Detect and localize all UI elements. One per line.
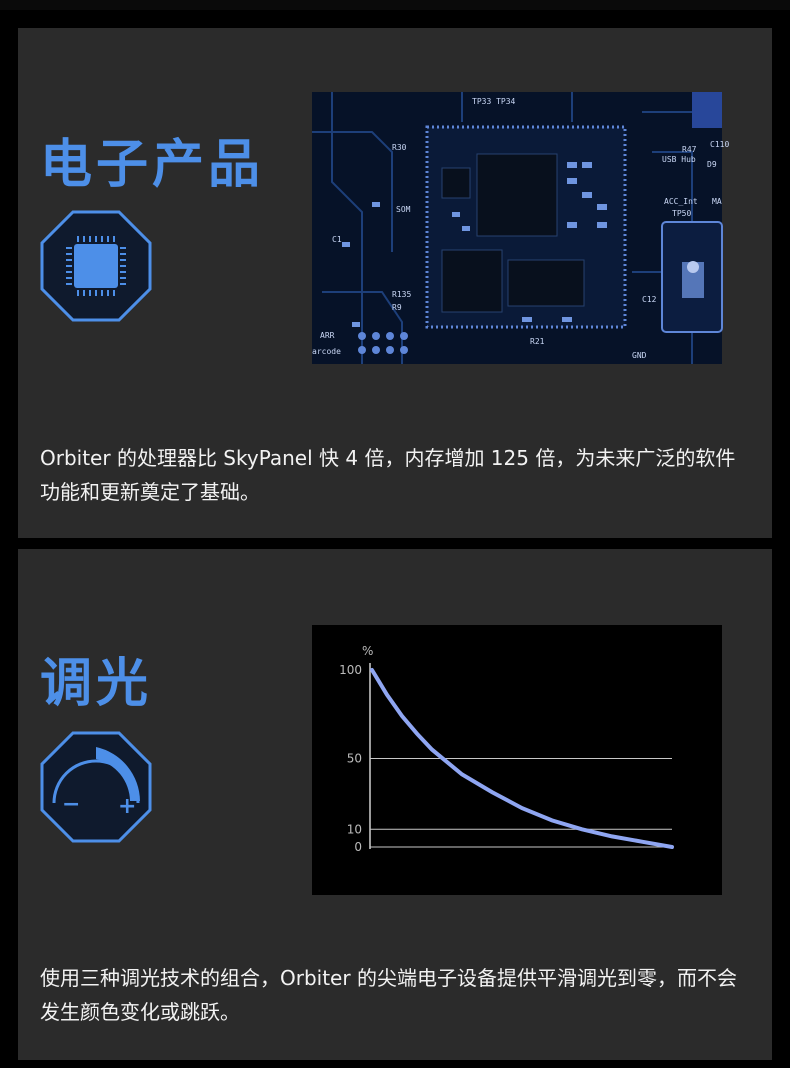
board-label-r21: R21 <box>530 337 545 346</box>
dimming-title: 调光 <box>40 654 153 714</box>
y-tick-label: 0 <box>354 840 362 854</box>
electronics-description: Orbiter 的处理器比 SkyPanel 快 4 倍，内存增加 125 倍，… <box>40 446 736 504</box>
board-label-c110: C110 <box>710 140 729 149</box>
board-label-c1: C1 <box>332 235 342 244</box>
y-tick-label: 100 <box>339 663 362 677</box>
dial-plus: + <box>118 794 136 819</box>
series-line <box>370 668 674 849</box>
dimmer-dial-icon: − + <box>40 731 152 843</box>
top-band <box>0 0 790 10</box>
dial-minus: − <box>62 792 80 817</box>
board-label-usb: USB Hub <box>662 155 696 164</box>
circuit-board-image: USB Hub ACC_Int MA R47 D9 C110 TP50 SOM … <box>312 92 729 364</box>
board-label-acc: ACC_Int <box>664 197 698 206</box>
board-label-som: SOM <box>396 205 411 214</box>
chip-icon <box>40 210 152 322</box>
electronics-panel: 电子产品 <box>18 28 772 538</box>
board-label-gnd: GND <box>632 351 647 360</box>
electronics-title: 电子产品 <box>40 135 265 195</box>
y-tick-label: 10 <box>347 822 362 836</box>
y-axis-unit: % <box>362 644 373 658</box>
board-label-r135: R135 <box>392 290 411 299</box>
board-label-tp50: TP50 <box>672 209 691 218</box>
board-label-r30: R30 <box>392 143 407 152</box>
board-label-d9: D9 <box>707 160 717 169</box>
board-label-ma: MA <box>712 197 722 206</box>
board-label-r47: R47 <box>682 145 697 154</box>
board-label-barcode: arcode <box>312 347 341 356</box>
dimming-description: 使用三种调光技术的组合，Orbiter 的尖端电子设备提供平滑调光到零，而不会发… <box>40 966 737 1024</box>
board-label-r9: R9 <box>392 303 402 312</box>
board-label-arr: ARR <box>320 331 335 340</box>
board-label-tp: TP33 TP34 <box>472 97 516 106</box>
board-label-c12: C12 <box>642 295 657 304</box>
y-tick-label: 50 <box>347 752 362 766</box>
